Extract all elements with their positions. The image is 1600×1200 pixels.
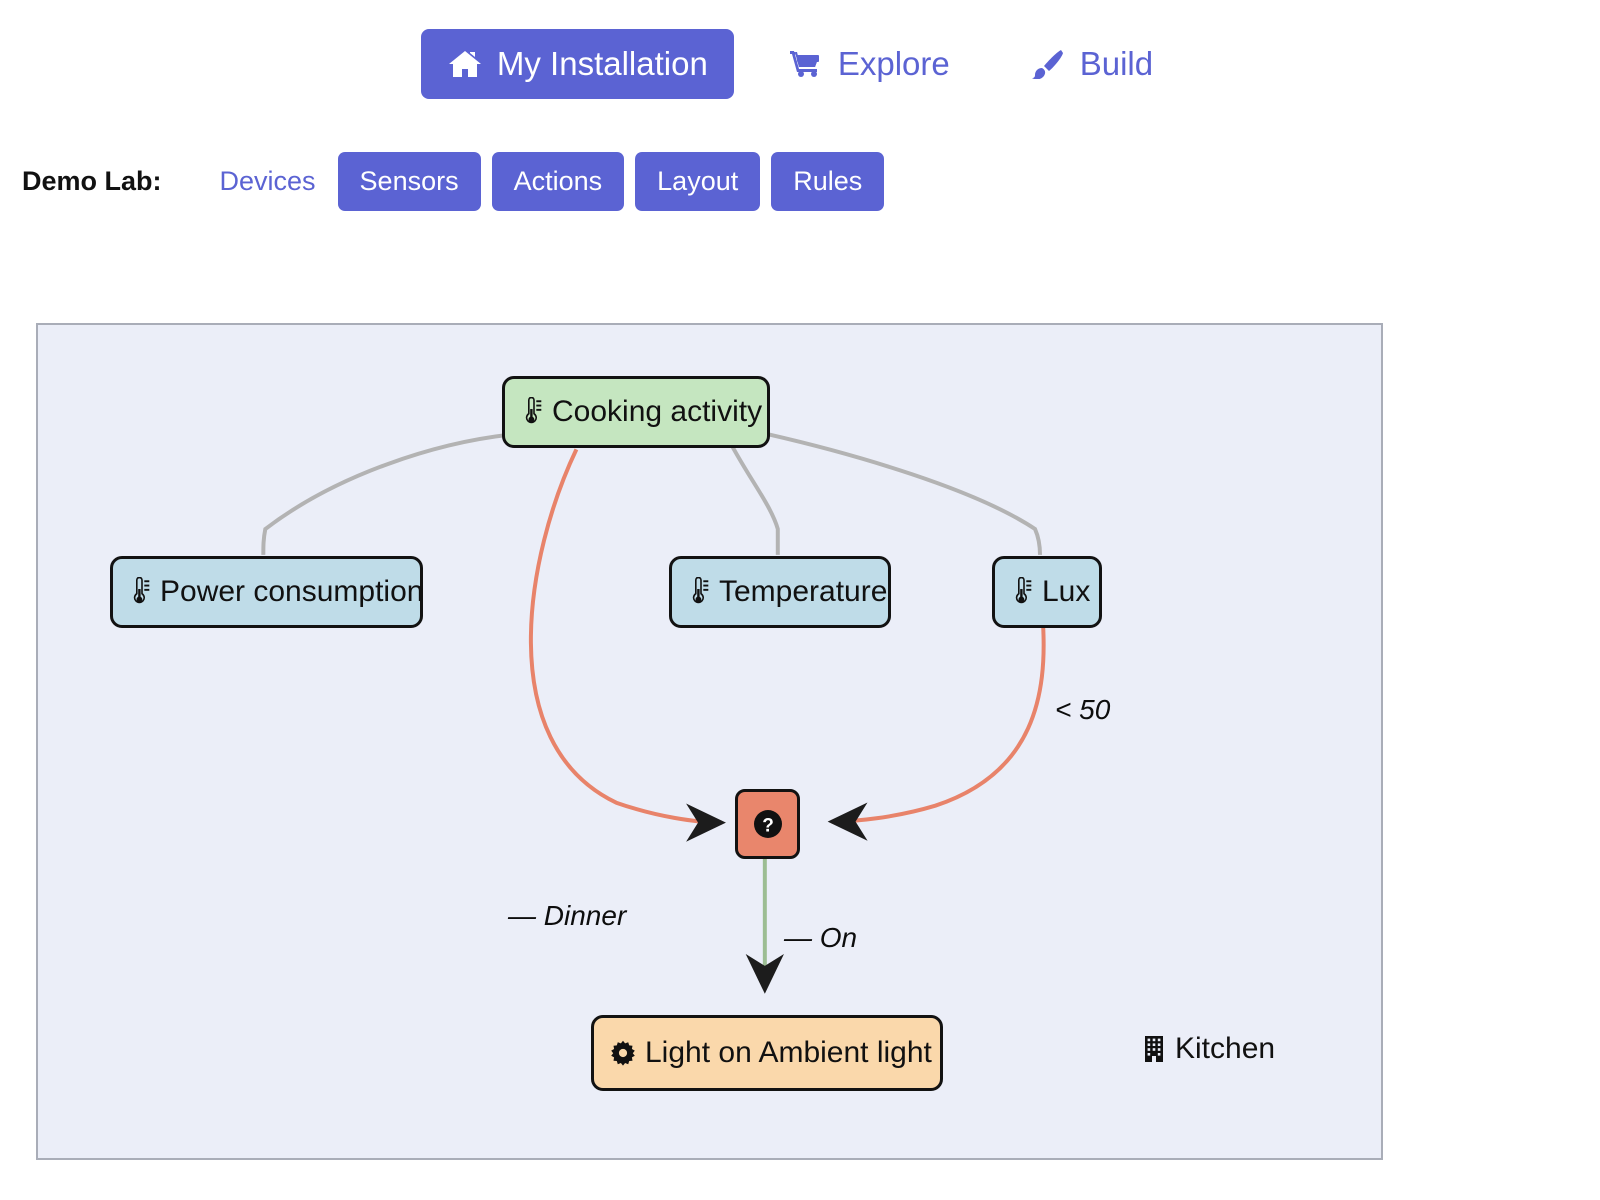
node-label: Lux (1042, 575, 1091, 608)
edge-lux-condition (827, 623, 1046, 841)
subnav-button-rules[interactable]: Rules (771, 151, 885, 211)
topnav-item-my-installation[interactable]: My Installation (420, 29, 734, 99)
node-label: Cooking activity (552, 395, 763, 428)
topnav-label: My Installation (496, 45, 708, 82)
node-condition[interactable]: ? (735, 789, 800, 859)
question-mark-icon: ? (752, 808, 784, 840)
page-title: Demo Lab: (22, 165, 162, 196)
edge-cooking-lux (768, 432, 1043, 555)
edge-cooking-temperature (724, 433, 780, 555)
subnav-button-sensors[interactable]: Sensors (337, 151, 481, 211)
sub-navigation: Demo Lab: Devices Sensors Actions Layout… (0, 150, 1600, 212)
thermometer-icon (521, 397, 543, 427)
gear-icon (610, 1040, 636, 1066)
topnav-label: Explore (837, 45, 950, 82)
node-temperature[interactable]: Temperature (669, 556, 891, 628)
thermometer-icon (688, 577, 710, 607)
cart-icon (788, 48, 824, 80)
topnav-label: Build (1079, 45, 1154, 82)
room-tag-kitchen: Kitchen (1142, 1032, 1275, 1066)
room-label: Kitchen (1175, 1032, 1276, 1065)
node-power-consumption[interactable]: Power consumption (110, 556, 423, 628)
subnav-button-layout[interactable]: Layout (635, 151, 761, 211)
thermometer-icon (1011, 577, 1033, 607)
home-icon (447, 48, 483, 80)
node-label: Light on Ambient light (645, 1036, 932, 1069)
edge-label-dinner: — Dinner (508, 900, 627, 931)
thermometer-icon (129, 577, 151, 607)
rule-diagram-panel: Cooking activity Power consumption (36, 323, 1383, 1160)
node-cooking-activity[interactable]: Cooking activity (502, 376, 770, 448)
subnav-link-devices[interactable]: Devices (219, 165, 316, 196)
edge-label-lux-threshold: < 50 (1055, 694, 1111, 725)
edge-cooking-condition (528, 448, 726, 842)
edge-cooking-power (261, 432, 512, 555)
node-label: Power consumption (160, 575, 424, 608)
node-light-on-ambient-light[interactable]: Light on Ambient light (591, 1015, 943, 1091)
building-icon (1142, 1035, 1166, 1063)
node-label: Temperature (719, 575, 888, 608)
topnav-item-build[interactable]: Build (1004, 29, 1179, 99)
svg-text:?: ? (762, 816, 774, 837)
edge-label-on: — On (784, 922, 858, 953)
diagram-edges (261, 432, 1046, 994)
diagram-canvas[interactable]: Cooking activity Power consumption (38, 325, 1381, 1158)
node-lux[interactable]: Lux (992, 556, 1102, 628)
brush-icon (1030, 48, 1066, 80)
top-navigation: My Installation Explore Build (0, 0, 1600, 99)
topnav-item-explore[interactable]: Explore (762, 29, 976, 99)
nav-spacer-2 (976, 64, 1004, 65)
nav-spacer-1 (734, 64, 762, 65)
subnav-button-actions[interactable]: Actions (491, 151, 625, 211)
